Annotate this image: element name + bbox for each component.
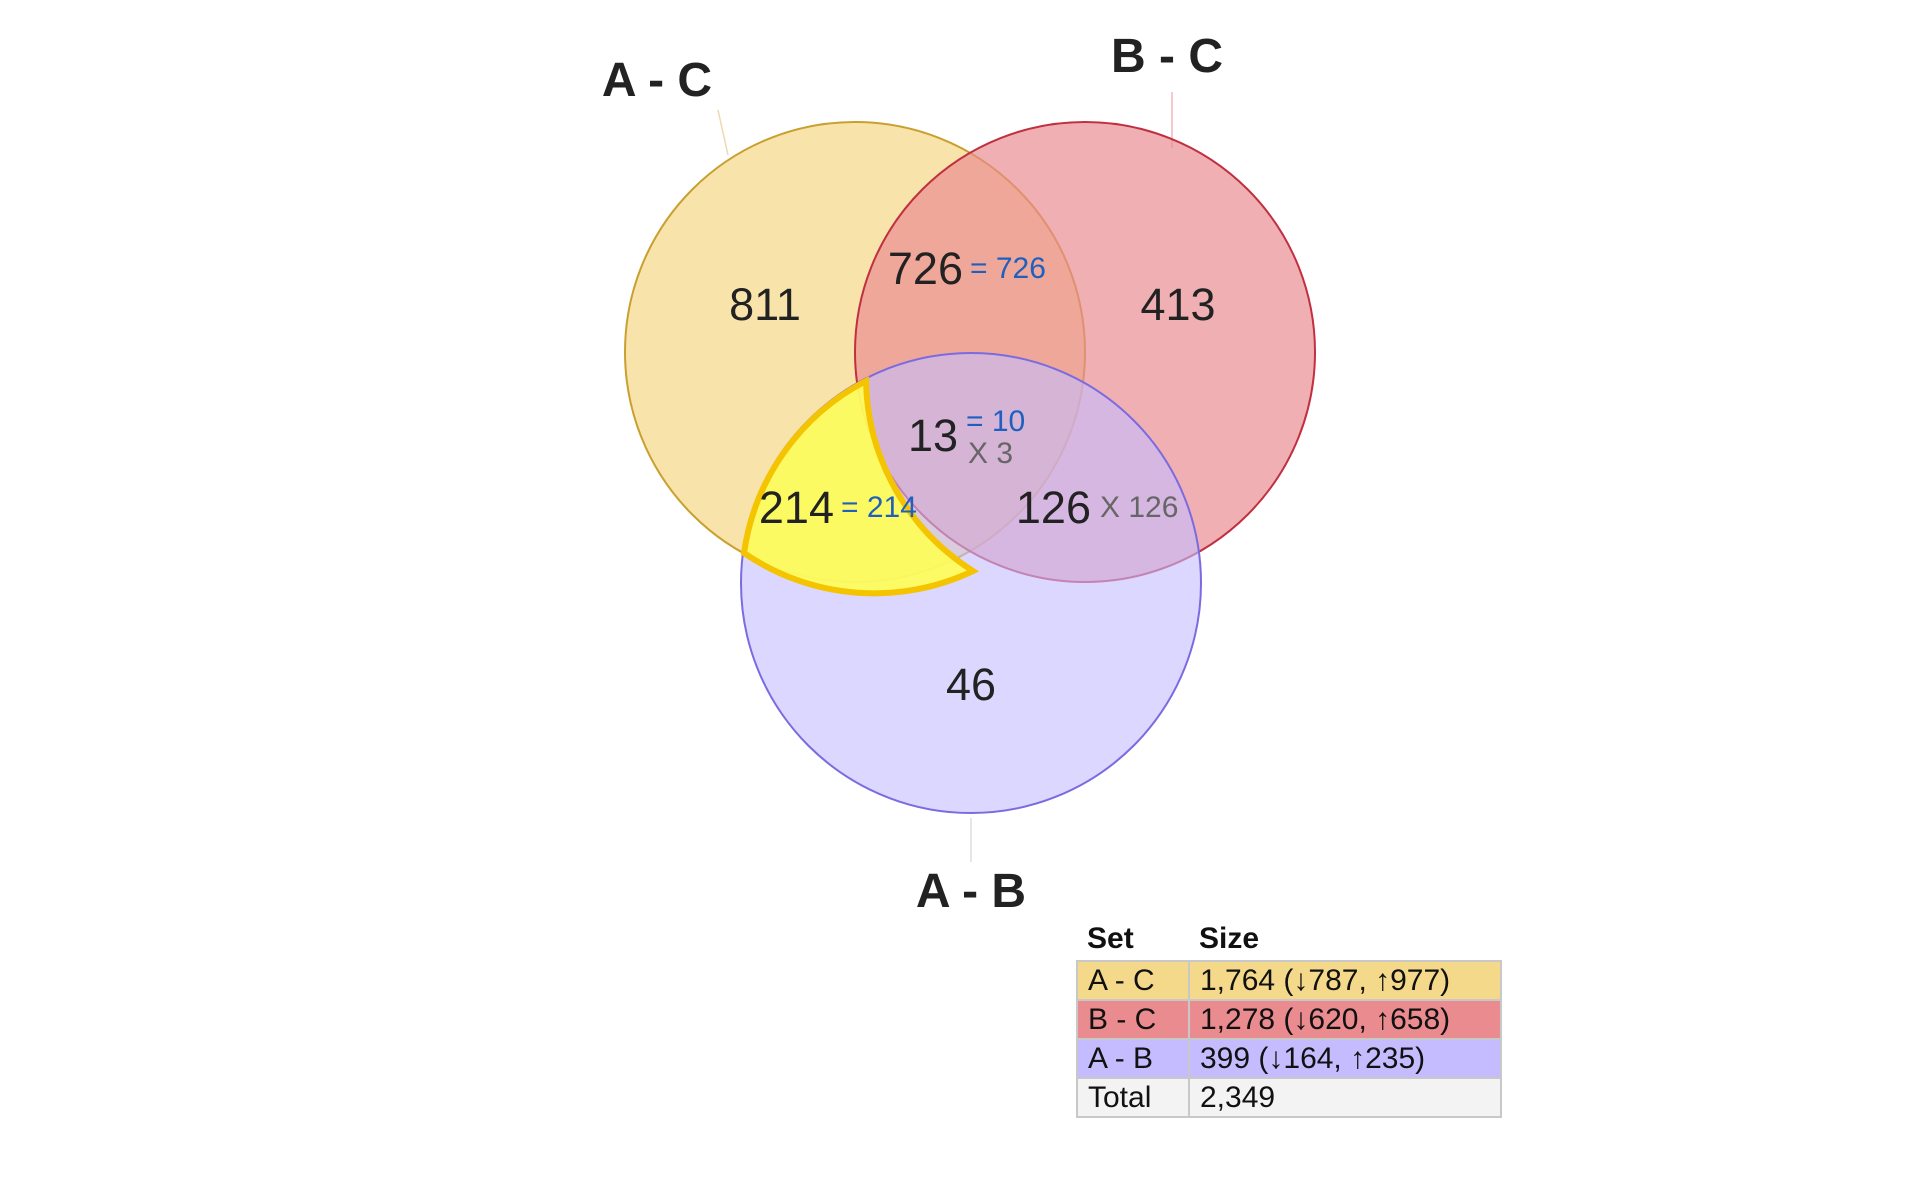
set-label-ab: A - B: [916, 865, 1026, 918]
venn-diagram: A - C B - C A - B 811 413 46 726 = 726 1…: [602, 30, 1316, 918]
count-bc-ab: 126: [1016, 482, 1091, 533]
count-ac-only: 811: [729, 279, 801, 330]
eq-center: = 10: [966, 405, 1025, 438]
leader-line-ac: [717, 109, 729, 156]
legend-size-cell: 2,349: [1188, 1077, 1502, 1118]
set-label-ac: A - C: [602, 54, 712, 107]
legend-set-cell: A - C: [1076, 960, 1190, 1001]
legend-row-bc[interactable]: B - C 1,278 (↓620, ↑658): [1076, 999, 1502, 1040]
legend-size-cell: 1,278 (↓620, ↑658): [1188, 999, 1502, 1040]
legend-size-cell: 1,764 (↓787, ↑977): [1188, 960, 1502, 1001]
count-ac-ab: 214: [759, 482, 834, 533]
legend-set-cell: Total: [1076, 1077, 1190, 1118]
eq-ac-bc: = 726: [970, 252, 1046, 285]
set-label-bc: B - C: [1111, 30, 1223, 83]
legend-table: Set Size A - C 1,764 (↓787, ↑977) B - C …: [1076, 920, 1502, 1118]
legend-row-total: Total 2,349: [1076, 1077, 1502, 1118]
eq-ac-ab: = 214: [841, 491, 917, 524]
legend-size-cell: 399 (↓164, ↑235): [1188, 1038, 1502, 1079]
count-center: 13: [908, 410, 958, 461]
legend-set-cell: B - C: [1076, 999, 1190, 1040]
legend-row-ac[interactable]: A - C 1,764 (↓787, ↑977): [1076, 960, 1502, 1001]
legend-header-size: Size: [1199, 922, 1260, 955]
legend-set-cell: A - B: [1076, 1038, 1190, 1079]
count-ac-bc: 726: [888, 243, 963, 294]
x-center: X 3: [968, 437, 1013, 470]
legend-header-row: Set Size: [1077, 920, 1501, 961]
highlight-region-ac-ab[interactable]: [740, 376, 980, 597]
count-bc-only: 413: [1140, 279, 1215, 330]
legend-row-ab[interactable]: A - B 399 (↓164, ↑235): [1076, 1038, 1502, 1079]
x-bc-ab: X 126: [1100, 491, 1178, 524]
count-ab-only: 46: [946, 659, 996, 710]
legend-header-set: Set: [1087, 922, 1134, 955]
